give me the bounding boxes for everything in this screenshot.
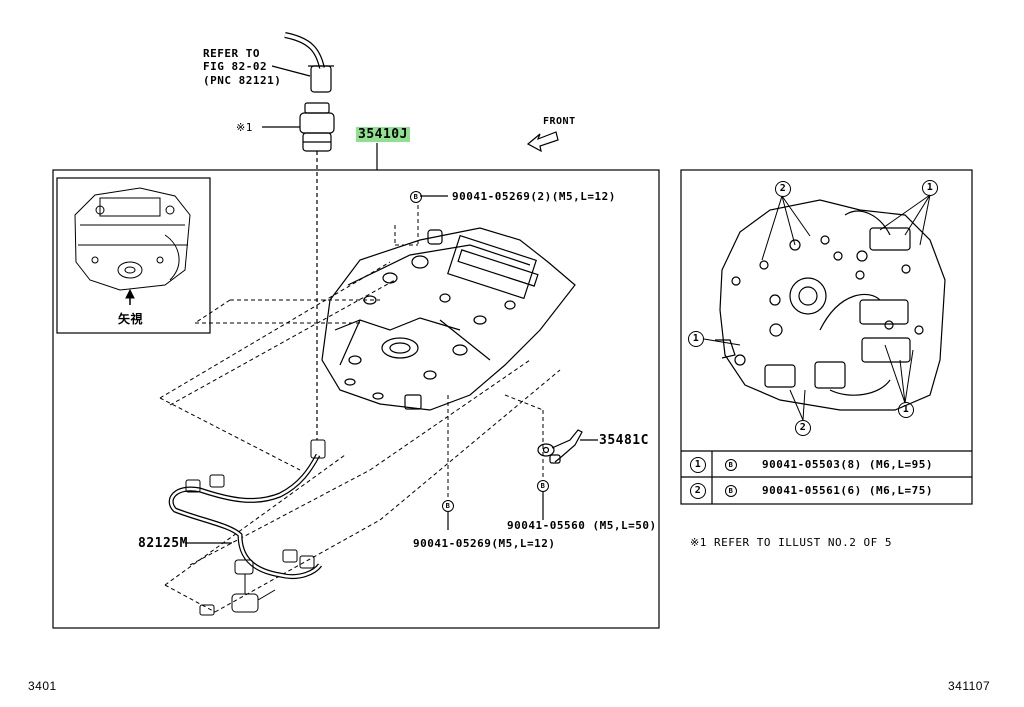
bolt-bottom-right-callout[interactable]: 90041-05560 (M5,L=50) [507,519,657,532]
sensor-part-number[interactable]: 35481C [599,433,649,448]
b-symbol-bottom-right: B [537,480,552,492]
connector-plug [299,102,335,152]
detail-frame [680,169,973,505]
refer-note-line3: (PNC 82121) [203,74,282,87]
detail-marker-2-top: 2 [775,181,791,197]
detail-marker-1-left: 1 [688,331,704,347]
detail-marker-2-bottom: 2 [795,420,811,436]
detail-marker-1-top: 1 [922,180,938,196]
refer-note-line2: FIG 82-02 [203,60,268,73]
main-frame [52,169,660,629]
inset-view-label: 矢視 [118,312,144,326]
bolt-bottom-left-callout[interactable]: 90041-05269(M5,L=12) [413,537,556,550]
front-arrow [526,131,559,153]
b-symbol-top: B [410,191,425,203]
valve-body [321,227,576,411]
mark-1-label: ※1 [236,121,253,134]
front-label: FRONT [543,116,576,127]
detail-marker-1-bottom: 1 [898,402,914,418]
bolt-top-callout[interactable]: 90041-05269(2)(M5,L=12) [452,190,616,203]
main-part-number[interactable]: 35410J [356,127,410,142]
inset-valve-body [74,187,191,305]
speed-sensor [537,429,583,464]
inset-frame [56,177,211,334]
legend-row-2-key: 2 [690,483,706,499]
detail-valve-body [715,199,946,411]
main-part-number-text: 35410J [356,127,410,142]
footnote: ※1 REFER TO ILLUST NO.2 OF 5 [690,536,893,549]
b-symbol-bottom-left: B [442,500,457,512]
refer-note-line1: REFER TO [203,47,260,60]
footer-right-code: 341107 [948,679,991,693]
legend-row-1-key: 1 [690,457,706,473]
harness-part-number[interactable]: 82125M [138,536,188,551]
footer-left-code: 3401 [28,679,57,693]
